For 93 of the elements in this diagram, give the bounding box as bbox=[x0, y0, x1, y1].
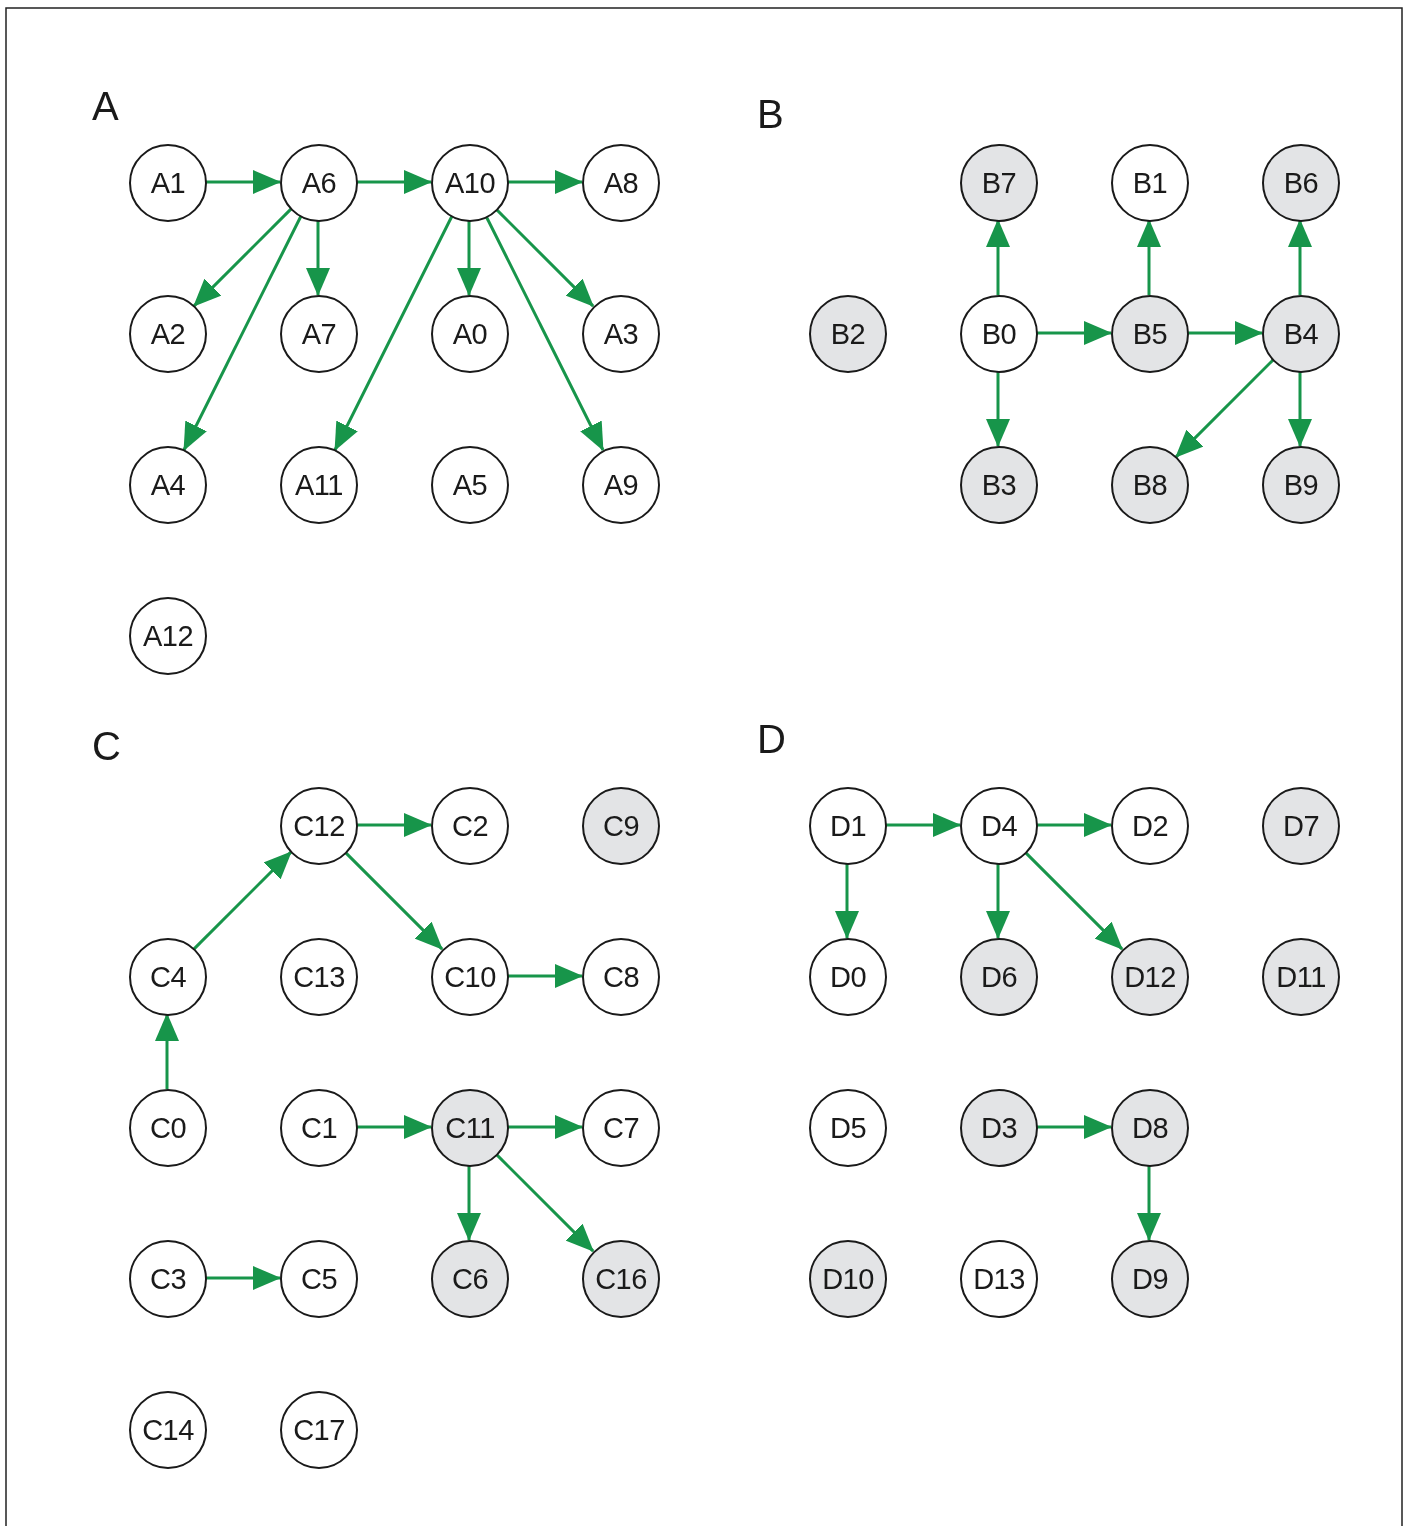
node-label: C8 bbox=[602, 960, 640, 994]
node-label: B6 bbox=[1283, 166, 1319, 200]
node-label: C4 bbox=[149, 960, 187, 994]
node-label: A5 bbox=[452, 468, 488, 502]
node-label: D12 bbox=[1124, 960, 1176, 994]
panel-letter: D bbox=[757, 719, 786, 759]
arrow bbox=[835, 863, 859, 939]
node-label: D6 bbox=[980, 960, 1018, 994]
node-label: C13 bbox=[293, 960, 345, 994]
node-label: D0 bbox=[829, 960, 867, 994]
node-label: C3 bbox=[149, 1262, 187, 1296]
node-label: D10 bbox=[822, 1262, 874, 1296]
node-label: D4 bbox=[980, 809, 1018, 843]
node-label: A8 bbox=[603, 166, 639, 200]
arrow bbox=[205, 1266, 281, 1290]
node-label: D5 bbox=[829, 1111, 867, 1145]
node-label: A12 bbox=[142, 619, 194, 653]
node-label: C12 bbox=[293, 809, 345, 843]
arrow bbox=[1036, 1115, 1112, 1139]
node-label: A4 bbox=[150, 468, 186, 502]
node-label: D9 bbox=[1131, 1262, 1169, 1296]
arrow bbox=[457, 1165, 481, 1241]
arrow bbox=[507, 964, 583, 988]
arrow bbox=[986, 371, 1010, 447]
arrow bbox=[356, 813, 432, 837]
node-label: B1 bbox=[1132, 166, 1168, 200]
arrow bbox=[986, 863, 1010, 939]
node-label: D3 bbox=[980, 1111, 1018, 1145]
node-label: A7 bbox=[301, 317, 337, 351]
arrow bbox=[1288, 219, 1312, 295]
panel-letter: C bbox=[92, 726, 121, 766]
node-label: A0 bbox=[452, 317, 488, 351]
node-label: B7 bbox=[981, 166, 1017, 200]
arrow bbox=[192, 850, 293, 951]
node-label: B8 bbox=[1132, 468, 1168, 502]
node-label: A2 bbox=[150, 317, 186, 351]
arrow bbox=[507, 1115, 583, 1139]
node-label: A11 bbox=[295, 468, 343, 502]
node-label: C17 bbox=[293, 1413, 345, 1447]
arrow bbox=[182, 215, 303, 451]
arrow bbox=[1137, 219, 1161, 295]
node-label: B0 bbox=[981, 317, 1017, 351]
node-label: C11 bbox=[445, 1111, 495, 1145]
arrow bbox=[507, 170, 583, 194]
panel-letter: A bbox=[92, 86, 119, 126]
node-label: A10 bbox=[444, 166, 496, 200]
arrow bbox=[155, 1013, 179, 1089]
node-label: C6 bbox=[451, 1262, 489, 1296]
node-label: A1 bbox=[150, 166, 186, 200]
arrow bbox=[333, 215, 454, 451]
node-label: C0 bbox=[149, 1111, 187, 1145]
node-label: B2 bbox=[830, 317, 866, 351]
node-label: D11 bbox=[1276, 960, 1326, 994]
node-label: C7 bbox=[602, 1111, 640, 1145]
arrow bbox=[356, 1115, 432, 1139]
arrow bbox=[1137, 1165, 1161, 1241]
arrow bbox=[457, 220, 481, 296]
arrow bbox=[306, 220, 330, 296]
arrow bbox=[205, 170, 281, 194]
arrow bbox=[986, 219, 1010, 295]
node-label: A9 bbox=[603, 468, 639, 502]
arrow bbox=[484, 215, 605, 451]
node-label: C2 bbox=[451, 809, 489, 843]
arrow bbox=[1288, 371, 1312, 447]
arrow bbox=[1036, 321, 1112, 345]
node-label: C10 bbox=[444, 960, 496, 994]
arrow bbox=[1187, 321, 1263, 345]
panel-letter: B bbox=[757, 94, 784, 134]
node-label: D13 bbox=[973, 1262, 1025, 1296]
arrow bbox=[356, 170, 432, 194]
arrow bbox=[1023, 850, 1124, 951]
node-label: A3 bbox=[603, 317, 639, 351]
node-label: C5 bbox=[300, 1262, 338, 1296]
node-label: B5 bbox=[1132, 317, 1168, 351]
node-label: C14 bbox=[142, 1413, 194, 1447]
arrow bbox=[192, 207, 293, 308]
node-label: D8 bbox=[1131, 1111, 1169, 1145]
node-label: C16 bbox=[595, 1262, 647, 1296]
arrow bbox=[343, 850, 444, 951]
node-label: B4 bbox=[1283, 317, 1319, 351]
node-label: D1 bbox=[829, 809, 867, 843]
arrow bbox=[1036, 813, 1112, 837]
arrow bbox=[885, 813, 961, 837]
node-label: B9 bbox=[1283, 468, 1319, 502]
node-label: D7 bbox=[1282, 809, 1320, 843]
node-label: C9 bbox=[602, 809, 640, 843]
arrow bbox=[494, 207, 595, 308]
arrow bbox=[1174, 358, 1275, 459]
arrow bbox=[494, 1152, 595, 1253]
node-label: B3 bbox=[981, 468, 1017, 502]
node-label: A6 bbox=[301, 166, 337, 200]
node-label: C1 bbox=[300, 1111, 338, 1145]
node-label: D2 bbox=[1131, 809, 1169, 843]
